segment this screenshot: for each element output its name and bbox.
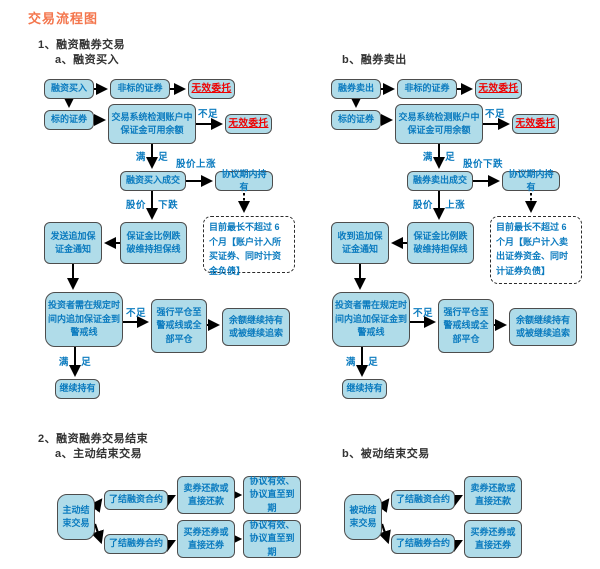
page-title: 交易流程图 bbox=[28, 11, 99, 26]
note-max-six-months-sell: 目前最长不超过 6 个月【账户计入卖出证券资金、同时计证券负债】 bbox=[490, 216, 582, 284]
label-insufficient: 不足 bbox=[198, 109, 219, 120]
label-satisfied: 满 足 bbox=[135, 152, 169, 163]
node-settle-short-contract: 了结融券合约 bbox=[391, 534, 455, 554]
node-check-margin-balance: 交易系统检测账户中保证金可用余额 bbox=[108, 104, 196, 144]
node-settle-financing-contract: 了结融资合约 bbox=[104, 490, 168, 510]
label-satisfied: 满 足 bbox=[345, 357, 379, 368]
node-check-margin-balance: 交易系统检测账户中保证金可用余额 bbox=[395, 104, 483, 144]
node-add-margin-deadline: 投资者需在规定时间内追加保证金到警戒线 bbox=[332, 292, 410, 347]
label-insufficient: 不足 bbox=[413, 308, 434, 319]
section1b-heading: b、融券卖出 bbox=[342, 54, 407, 66]
node-non-target-securities: 非标的证券 bbox=[110, 79, 170, 99]
label-satisfied: 满 足 bbox=[422, 152, 456, 163]
label-insufficient: 不足 bbox=[126, 308, 147, 319]
section2-heading: 2、融资融券交易结束 bbox=[38, 433, 149, 445]
node-forced-liquidation: 强行平仓至警戒线或全部平仓 bbox=[438, 299, 494, 353]
node-active-end-trade: 主动结束交易 bbox=[57, 494, 95, 540]
node-keep-holding: 继续持有 bbox=[342, 379, 387, 399]
node-buy-securities-return: 买券还券或直接还券 bbox=[177, 520, 235, 558]
node-keep-holding: 继续持有 bbox=[55, 379, 100, 399]
label-price-down: 股价下跌 bbox=[463, 159, 504, 170]
node-settle-short-contract: 了结融券合约 bbox=[104, 534, 168, 554]
node-invalid-order: 无效委托 bbox=[512, 114, 559, 134]
node-short-sell: 融券卖出 bbox=[331, 79, 381, 99]
label-satisfied: 满 足 bbox=[58, 357, 92, 368]
node-target-securities: 标的证券 bbox=[44, 110, 94, 130]
node-sell-securities-repay: 卖券还款或直接还款 bbox=[464, 476, 522, 514]
section2a-heading: a、主动结束交易 bbox=[55, 448, 143, 460]
label-insufficient: 不足 bbox=[485, 109, 506, 120]
node-receive-margin-call: 收到追加保证金通知 bbox=[331, 222, 389, 264]
node-hold-within-agreement: 协议期内持有 bbox=[215, 169, 273, 192]
note-max-six-months-buy: 目前最长不超过 6 个月【账户计入所买证券、同时计资金负债】 bbox=[203, 216, 295, 276]
node-sell-securities-repay: 卖券还款或直接还款 bbox=[177, 476, 235, 514]
node-financing-buy: 融资买入 bbox=[44, 79, 94, 99]
label-price-up: 股价上涨 bbox=[176, 159, 217, 170]
node-target-securities: 标的证券 bbox=[331, 110, 381, 130]
node-invalid-order: 无效委托 bbox=[225, 114, 272, 134]
section1-heading: 1、融资融券交易 bbox=[38, 39, 126, 51]
label-price-down: 股价 下跌 bbox=[125, 200, 179, 211]
node-hold-within-agreement: 协议期内持有 bbox=[502, 169, 560, 192]
node-balance-pursued: 余额继续持有或被继续追索 bbox=[222, 308, 290, 346]
node-invalid-order: 无效委托 bbox=[475, 79, 522, 99]
node-forced-liquidation: 强行平仓至警戒线或全部平仓 bbox=[151, 299, 207, 353]
node-settle-financing-contract: 了结融资合约 bbox=[391, 490, 455, 510]
node-buy-deal-done: 融资买入成交 bbox=[120, 171, 186, 191]
node-margin-ratio-break: 保证金比例跌破维持担保线 bbox=[120, 222, 187, 264]
section2b-heading: b、被动结束交易 bbox=[342, 448, 430, 460]
node-send-margin-call: 发送追加保证金通知 bbox=[44, 222, 102, 264]
node-balance-pursued: 余额继续持有或被继续追索 bbox=[509, 308, 577, 346]
node-agreement-valid: 协议有效、协议直至到期 bbox=[243, 476, 301, 514]
node-sell-deal-done: 融券卖出成交 bbox=[407, 171, 473, 191]
node-agreement-valid: 协议有效、协议直至到期 bbox=[243, 520, 301, 558]
node-invalid-order: 无效委托 bbox=[188, 79, 235, 99]
section1a-heading: a、融资买入 bbox=[55, 54, 120, 66]
node-add-margin-deadline: 投资者需在规定时间内追加保证金到警戒线 bbox=[45, 292, 123, 347]
node-buy-securities-return: 买券还券或直接还券 bbox=[464, 520, 522, 558]
node-non-target-securities: 非标的证券 bbox=[397, 79, 457, 99]
label-price-up: 股价 上涨 bbox=[412, 200, 466, 211]
node-passive-end-trade: 被动结束交易 bbox=[344, 494, 382, 540]
node-margin-ratio-break: 保证金比例跌破维持担保线 bbox=[407, 222, 474, 264]
